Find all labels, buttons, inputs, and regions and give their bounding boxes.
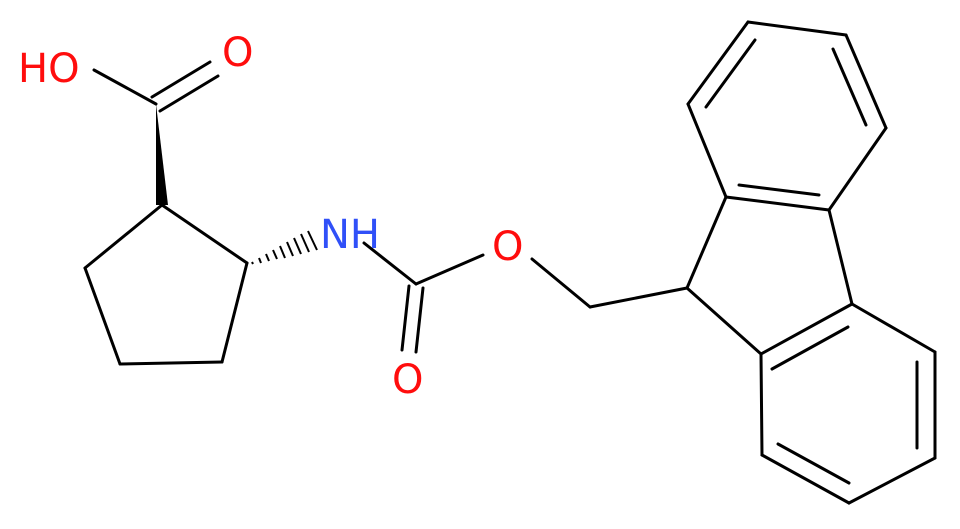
atom-labels: HO O NH O O bbox=[18, 30, 523, 403]
bond-c9-c9a bbox=[685, 195, 728, 290]
lower-ring-bond-1-inner bbox=[770, 325, 850, 371]
bond-methylene-fluorenyl bbox=[588, 286, 689, 309]
upper-ring-bond-1-inner bbox=[737, 183, 821, 197]
ring-bond-c2-c3 bbox=[220, 261, 249, 364]
ring-bond-c1-c2 bbox=[160, 203, 249, 265]
amide-nitrogen-label: NH bbox=[320, 212, 380, 258]
bond-ester-oxygen-methylene bbox=[530, 257, 592, 309]
bond-biaryl bbox=[827, 208, 854, 306]
lower-ring-bond-1 bbox=[759, 302, 854, 356]
carbonyl-oxygen-label: O bbox=[222, 30, 253, 76]
upper-ring-bond-6 bbox=[686, 102, 728, 199]
bond-carboxyl-hydroxyl bbox=[92, 68, 158, 106]
upper-ring-bond-4 bbox=[746, 20, 848, 37]
upper-ring-bond-2 bbox=[827, 126, 888, 212]
bond-carbamate-carbonyl-b bbox=[414, 286, 425, 354]
lower-ring-bond-2 bbox=[850, 302, 937, 354]
lower-ring-bond-5 bbox=[760, 453, 851, 505]
stereo-hash-bond bbox=[251, 230, 318, 265]
hydroxyl-label: HO bbox=[18, 46, 80, 92]
upper-ring-bond-3-inner bbox=[831, 47, 868, 127]
lower-ring-bond-6 bbox=[759, 352, 764, 457]
upper-ring-bond-5 bbox=[686, 20, 750, 106]
ring-bond-c3-c4 bbox=[118, 360, 224, 366]
upper-ring-bond-1 bbox=[724, 195, 831, 212]
bond-carboxyl-carbonyl-b bbox=[158, 74, 220, 113]
bond-nitrogen-carbamate-carbon bbox=[362, 241, 418, 286]
bond-carboxyl-carbonyl-a bbox=[150, 60, 212, 99]
bond-carbamate-carbonyl-a bbox=[400, 284, 411, 352]
upper-ring-bond-5-inner bbox=[704, 38, 757, 109]
carbamate-carbonyl-oxygen-label: O bbox=[392, 357, 423, 403]
lower-ring-bond-5-inner bbox=[776, 442, 851, 485]
upper-ring-bond-3 bbox=[844, 33, 888, 130]
bond-c9-c8a bbox=[685, 286, 763, 356]
bond-carbamate-carbon-ester-oxygen bbox=[414, 253, 485, 286]
stereo-wedge-bond bbox=[156, 104, 168, 205]
ring-bond-c5-c1 bbox=[83, 203, 164, 270]
ester-oxygen-label: O bbox=[492, 224, 523, 270]
lower-ring-bond-4 bbox=[847, 456, 937, 505]
bonds bbox=[83, 20, 937, 505]
ring-bond-c4-c5 bbox=[83, 266, 122, 366]
